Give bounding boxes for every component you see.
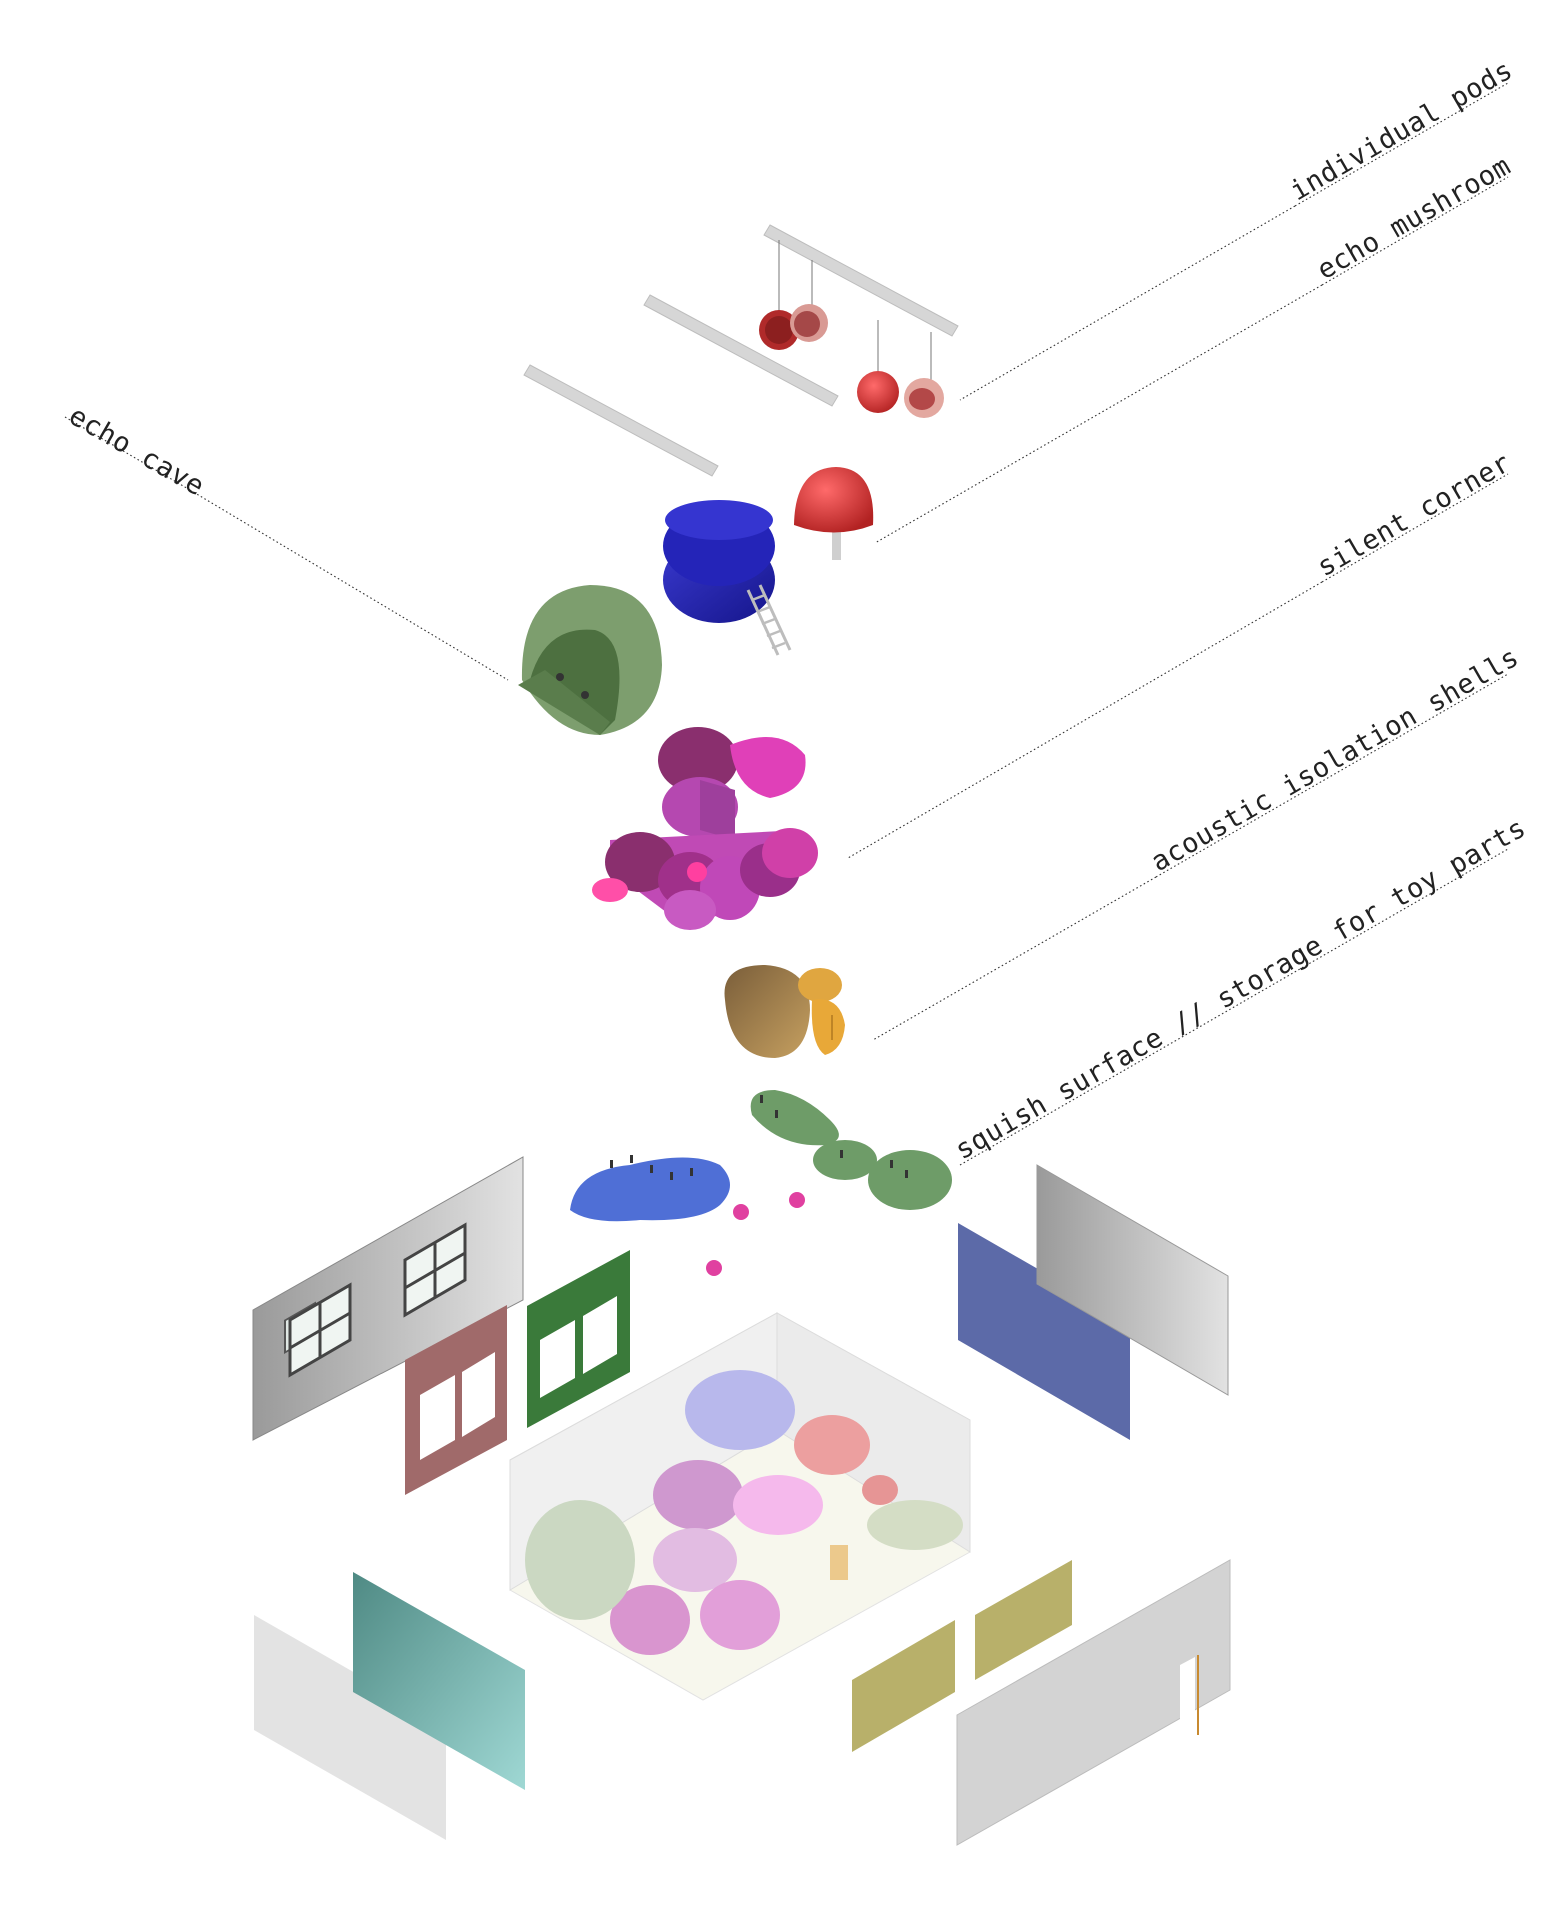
ball-3: [706, 1260, 722, 1276]
beam-2: [643, 294, 839, 407]
silent-corner-leader: [847, 581, 1323, 859]
panel-teal: [353, 1572, 525, 1790]
silent-corner: [724, 965, 845, 1058]
squish-surface: [570, 1090, 952, 1276]
panel-olive-right: [975, 1560, 1072, 1680]
label-echo-cave: echo cave: [64, 400, 210, 502]
window-panel-rose: [405, 1305, 507, 1495]
panel-blue: [958, 1223, 1130, 1440]
ceiling-beams: [523, 224, 959, 477]
panel-olive-left: [852, 1620, 955, 1752]
pod-3: [857, 371, 899, 413]
panel-grey-right: [1036, 1164, 1229, 1396]
beam-3: [523, 364, 719, 477]
individual-pods: [759, 240, 944, 418]
acoustic-shells-underline: [1155, 673, 1509, 878]
individual-pods-leader: [959, 205, 1296, 401]
squish-surface-underline: [959, 848, 1509, 1166]
room-assembly: [509, 1312, 971, 1701]
blue-stack: [663, 500, 792, 656]
panel-lightgrey: [254, 1615, 446, 1840]
window-panel-green: [527, 1250, 630, 1428]
ball-1: [733, 1204, 749, 1220]
ball-2: [789, 1192, 805, 1208]
individual-pods-underline: [1294, 82, 1509, 207]
echo-cave: [518, 585, 662, 735]
acoustic-isolation-shells: [592, 727, 818, 930]
leader-lines: [64, 82, 1509, 1166]
echo-cave-underline: [64, 416, 191, 491]
echo-cave-leader: [189, 489, 509, 681]
window-wall-grey: [252, 1156, 524, 1441]
acoustic-shells-leader: [872, 876, 1157, 1041]
label-squish-surface: squish surface // storage for toy parts: [950, 812, 1531, 1166]
label-silent-corner: silent corner: [1312, 447, 1516, 583]
toy-figures: [610, 1095, 908, 1180]
beam-1: [763, 224, 959, 337]
wall-grey-door: [956, 1559, 1231, 1846]
echo-mushroom: [794, 467, 874, 560]
